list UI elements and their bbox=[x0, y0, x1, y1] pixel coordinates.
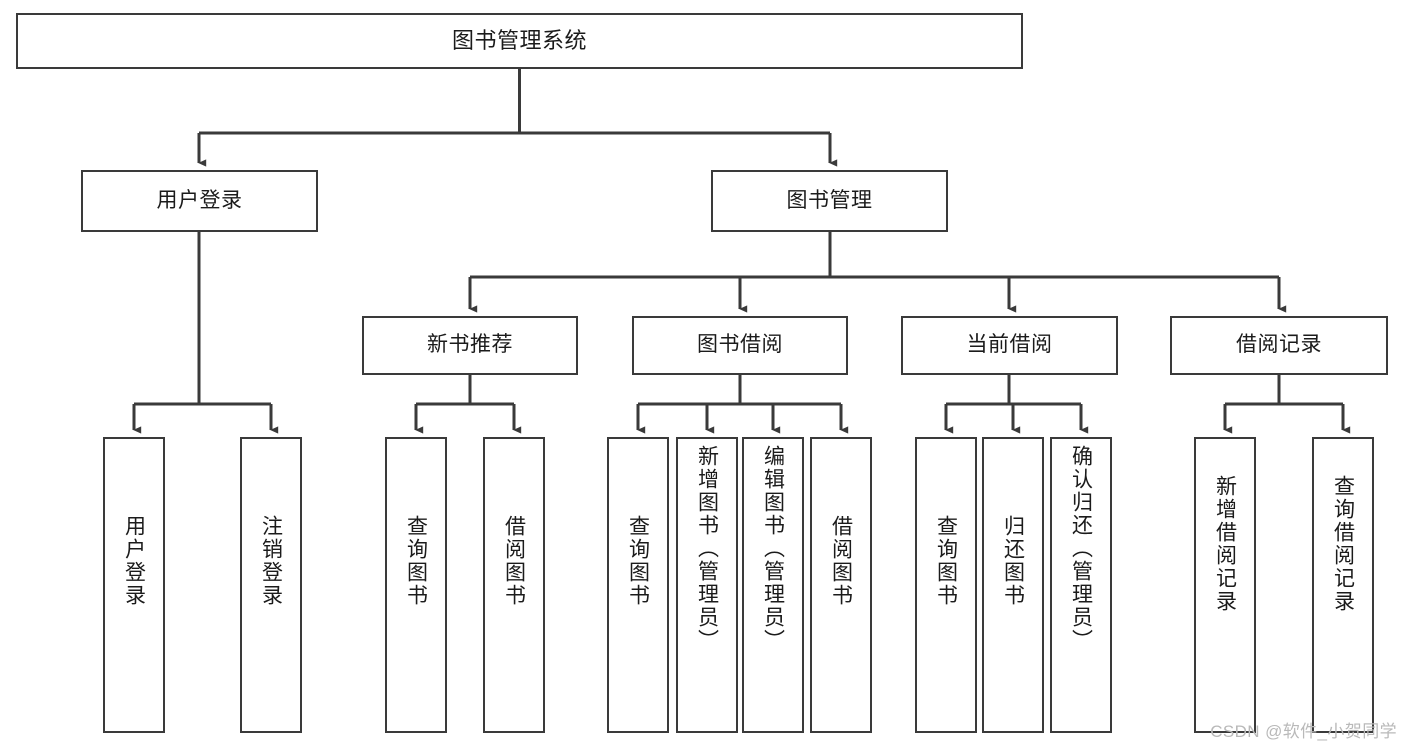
node-label: 编辑图书（管理员） bbox=[761, 445, 785, 652]
node-label: 借阅图书 bbox=[829, 515, 853, 607]
node-root-book-management-system[interactable]: 图书管理系统 bbox=[16, 13, 1023, 69]
node-label: 查询图书 bbox=[934, 515, 958, 607]
leaf-user-login[interactable]: 用户登录 bbox=[103, 437, 165, 733]
node-label: 图书管理 bbox=[786, 188, 873, 212]
node-label: 当前借阅 bbox=[966, 333, 1053, 357]
node-current-borrow[interactable]: 当前借阅 bbox=[901, 316, 1118, 375]
node-label: 用户登录 bbox=[122, 515, 146, 607]
node-label: 归还图书 bbox=[1001, 515, 1025, 607]
leaf-query-book-1[interactable]: 查询图书 bbox=[385, 437, 447, 733]
node-label: 借阅记录 bbox=[1236, 333, 1322, 357]
node-label: 新增借阅记录 bbox=[1213, 475, 1237, 613]
node-borrow-record[interactable]: 借阅记录 bbox=[1170, 316, 1388, 375]
node-book-borrow[interactable]: 图书借阅 bbox=[632, 316, 848, 375]
leaf-query-borrow-record[interactable]: 查询借阅记录 bbox=[1312, 437, 1374, 733]
node-label: 新书推荐 bbox=[427, 333, 513, 357]
node-label: 查询图书 bbox=[626, 515, 650, 607]
node-book-management[interactable]: 图书管理 bbox=[711, 170, 948, 232]
leaf-query-book-2[interactable]: 查询图书 bbox=[607, 437, 669, 733]
node-label: 图书借阅 bbox=[697, 333, 783, 357]
leaf-query-book-3[interactable]: 查询图书 bbox=[915, 437, 977, 733]
leaf-add-borrow-record[interactable]: 新增借阅记录 bbox=[1194, 437, 1256, 733]
leaf-add-book[interactable]: 新增图书（管理员） bbox=[676, 437, 738, 733]
node-new-book-recommendation[interactable]: 新书推荐 bbox=[362, 316, 578, 375]
node-label: 注销登录 bbox=[259, 515, 283, 607]
node-label: 查询图书 bbox=[404, 515, 428, 607]
node-label: 确认归还（管理员） bbox=[1069, 445, 1093, 652]
node-label: 新增图书（管理员） bbox=[695, 445, 719, 652]
node-label: 查询借阅记录 bbox=[1331, 475, 1355, 613]
leaf-borrow-book-1[interactable]: 借阅图书 bbox=[483, 437, 545, 733]
node-label: 借阅图书 bbox=[502, 515, 526, 607]
leaf-logout[interactable]: 注销登录 bbox=[240, 437, 302, 733]
node-label: 用户登录 bbox=[156, 188, 243, 212]
node-user-login[interactable]: 用户登录 bbox=[81, 170, 318, 232]
leaf-confirm-return[interactable]: 确认归还（管理员） bbox=[1050, 437, 1112, 733]
node-label: 图书管理系统 bbox=[451, 28, 587, 54]
leaf-edit-book[interactable]: 编辑图书（管理员） bbox=[742, 437, 804, 733]
leaf-borrow-book-2[interactable]: 借阅图书 bbox=[810, 437, 872, 733]
csdn-watermark: CSDN @软件_小贺同学 bbox=[1210, 722, 1397, 741]
leaf-return-book[interactable]: 归还图书 bbox=[982, 437, 1044, 733]
